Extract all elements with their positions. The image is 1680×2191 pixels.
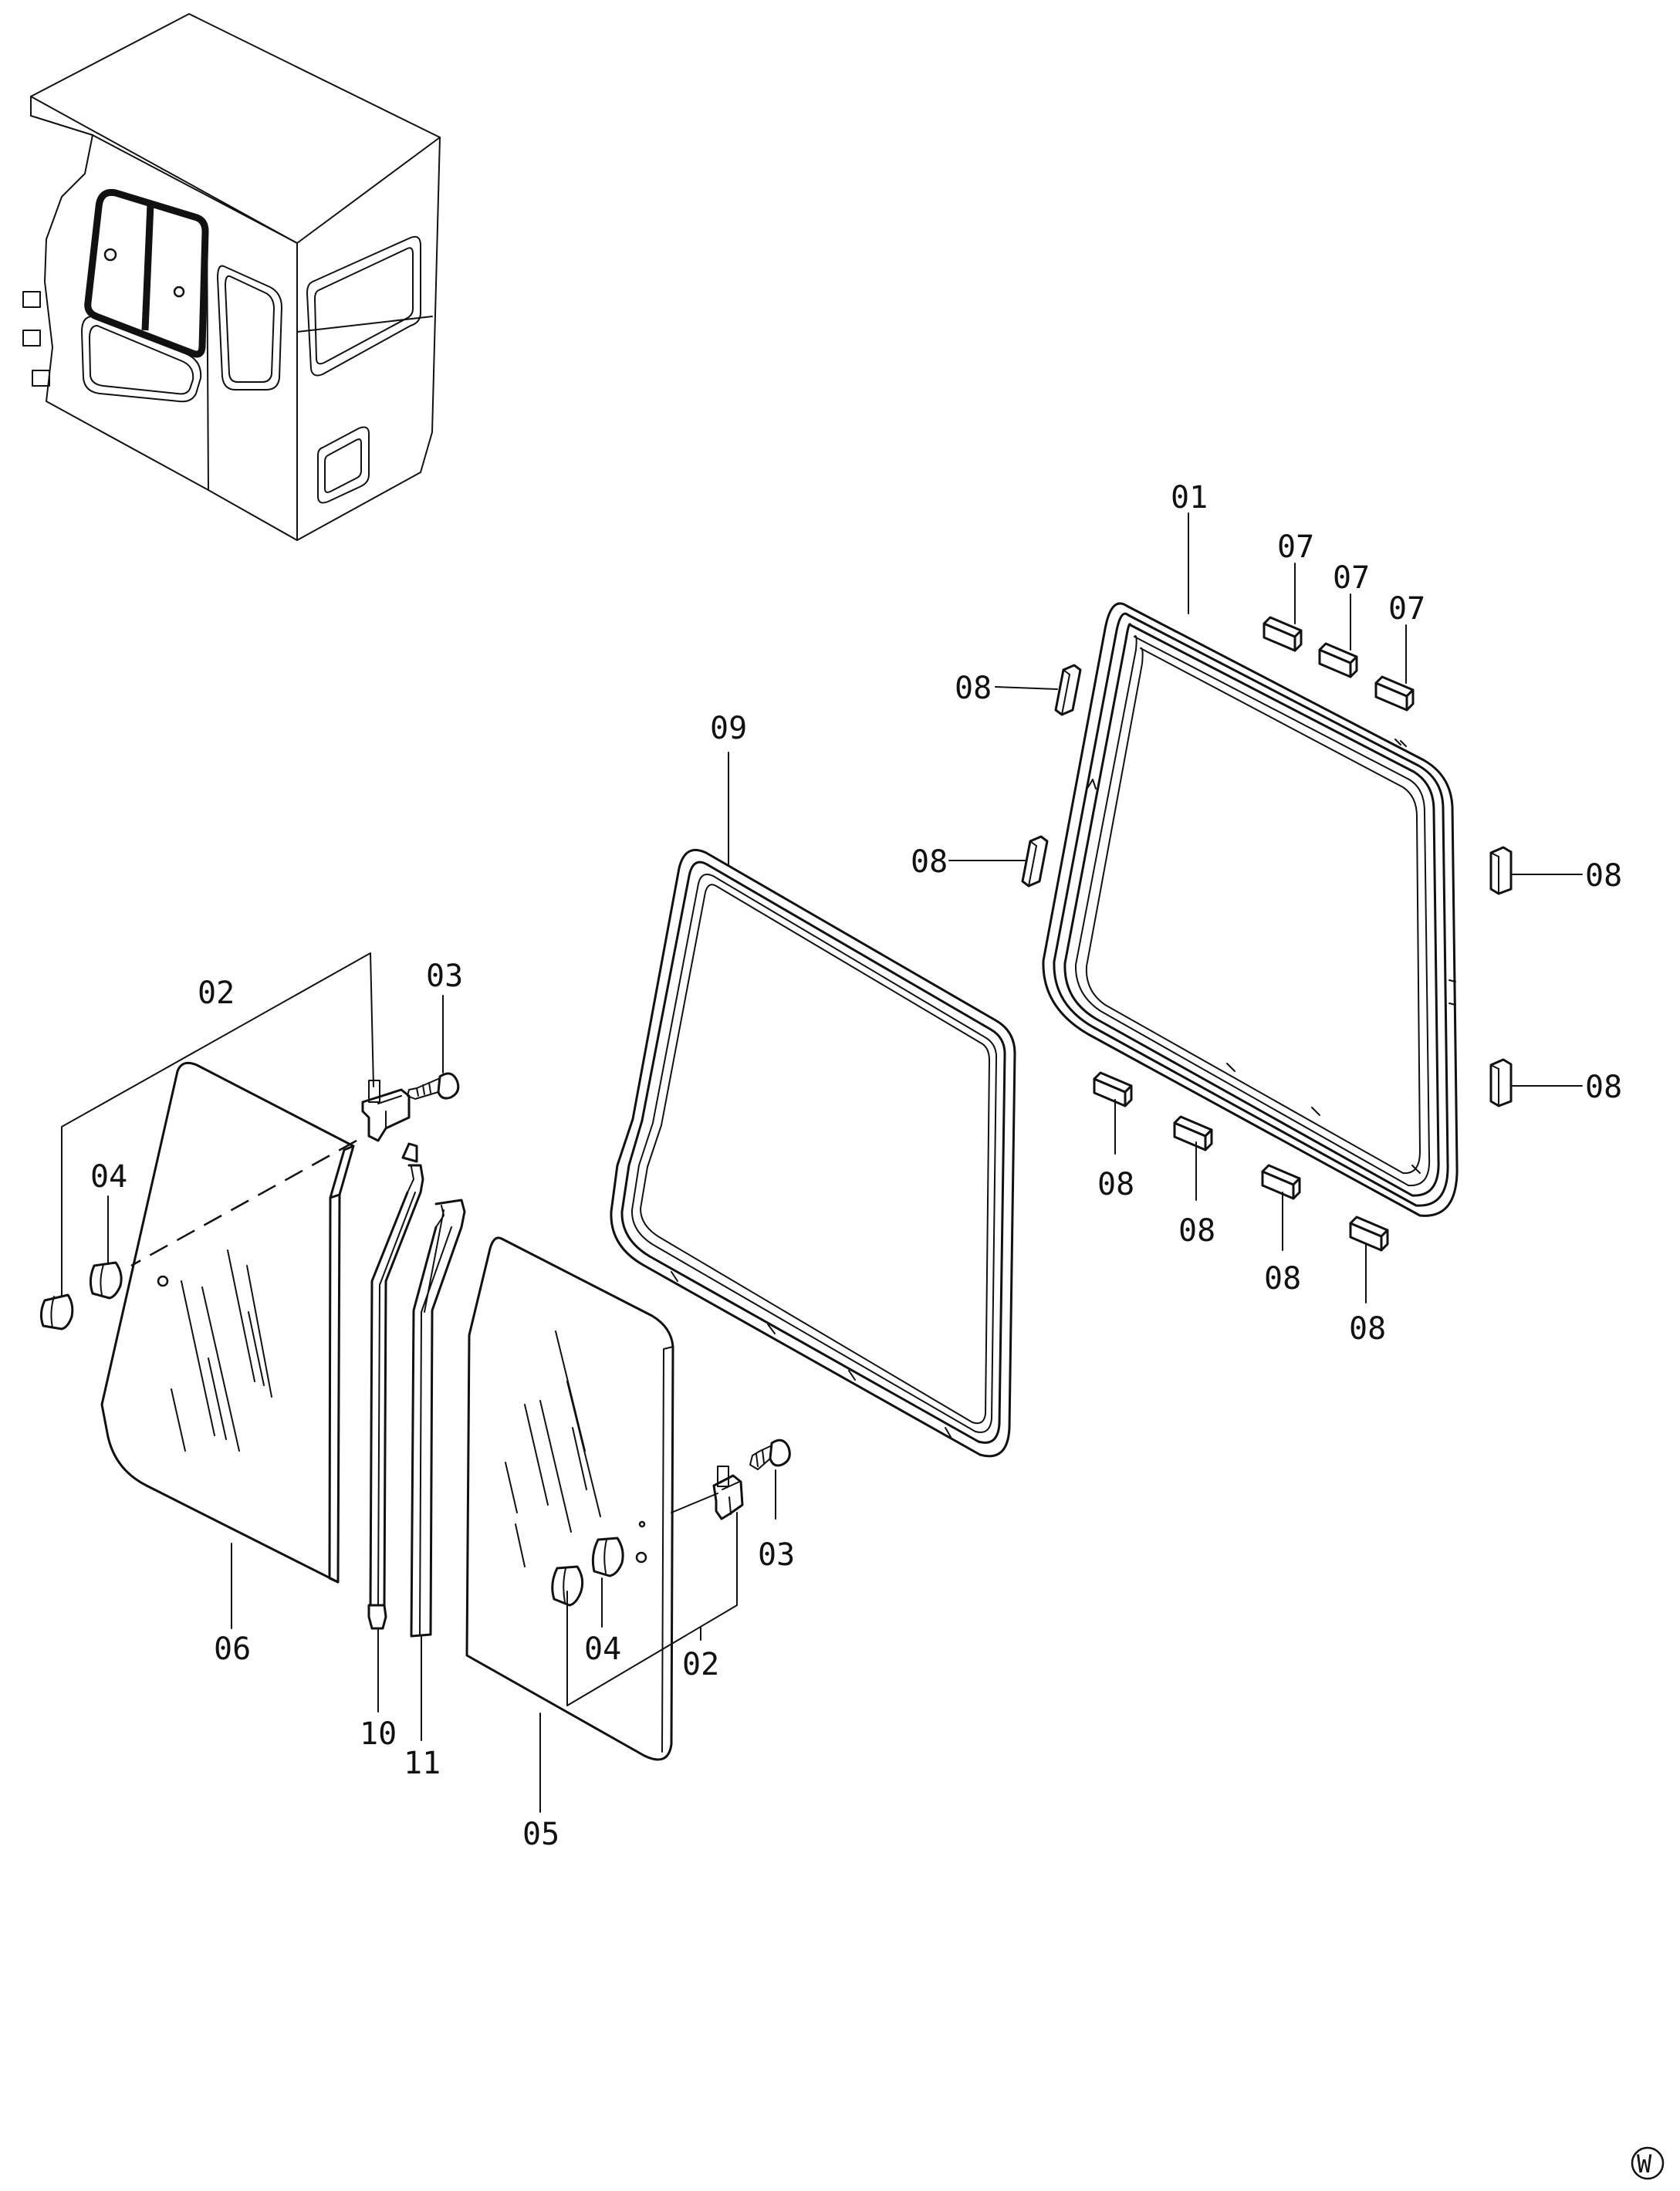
block-08-f: [1173, 1115, 1213, 1151]
handle-04-left: [39, 1261, 123, 1330]
rail-10: [367, 1142, 424, 1630]
blocks-07: [1263, 616, 1415, 712]
callout-10: 10: [360, 1716, 397, 1752]
frame-09: [610, 848, 1016, 1458]
callout-04-upper: 04: [90, 1159, 127, 1195]
callout-07-b: 07: [1333, 560, 1370, 596]
callout-09: 09: [710, 711, 747, 746]
callout-07-a: 07: [1277, 529, 1314, 565]
callout-08-b: 08: [911, 844, 948, 880]
block-08-e: [1093, 1071, 1133, 1107]
callout-05: 05: [522, 1817, 559, 1852]
block-07-a: [1263, 616, 1303, 652]
leader-lines: [61, 512, 1583, 1813]
callout-08-e: 08: [1097, 1167, 1134, 1202]
block-08-h: [1349, 1216, 1389, 1252]
screw-03-lower: [749, 1439, 791, 1470]
callout-08-c: 08: [1585, 858, 1622, 894]
block-08-b: [1021, 835, 1049, 888]
cab-overview: [22, 13, 441, 541]
callout-02-lower: 02: [682, 1647, 719, 1682]
callout-08-a: 08: [955, 671, 992, 706]
latch-02-upper: [361, 1080, 411, 1142]
corner-mark-letter: W: [1637, 2149, 1652, 2179]
callout-08-f: 08: [1178, 1213, 1215, 1249]
block-07-c: [1374, 675, 1415, 712]
rail-11: [410, 1199, 466, 1638]
callout-03-lower: 03: [758, 1537, 795, 1573]
block-08-a: [1054, 664, 1082, 716]
callout-labels: 01 07 07 07 08 09 08 08 08 08 08 08 08 0…: [90, 480, 1622, 1852]
block-08-g: [1261, 1164, 1301, 1200]
frame-01: [1042, 602, 1459, 1217]
callout-08-h: 08: [1349, 1311, 1386, 1347]
handle-04-right: [551, 1537, 624, 1607]
dashed-leader: [130, 1139, 357, 1267]
corner-mark: W: [1631, 2146, 1665, 2180]
callout-04-lower: 04: [584, 1631, 621, 1667]
callout-11: 11: [404, 1746, 441, 1781]
callout-01: 01: [1171, 480, 1208, 516]
callout-03-upper: 03: [426, 959, 463, 994]
block-07-b: [1318, 642, 1358, 678]
block-08-c: [1489, 846, 1513, 895]
callout-08-d: 08: [1585, 1070, 1622, 1105]
glass-06: [100, 1061, 355, 1584]
screw-03-upper: [407, 1072, 460, 1100]
glass-05: [465, 1236, 674, 1761]
latch-02-lower: [712, 1466, 744, 1520]
blocks-08: [1021, 664, 1513, 1252]
callout-02-upper: 02: [198, 975, 235, 1011]
callout-06: 06: [214, 1631, 251, 1667]
callout-07-c: 07: [1388, 591, 1425, 627]
callout-08-g: 08: [1264, 1261, 1301, 1297]
block-08-d: [1489, 1058, 1513, 1107]
